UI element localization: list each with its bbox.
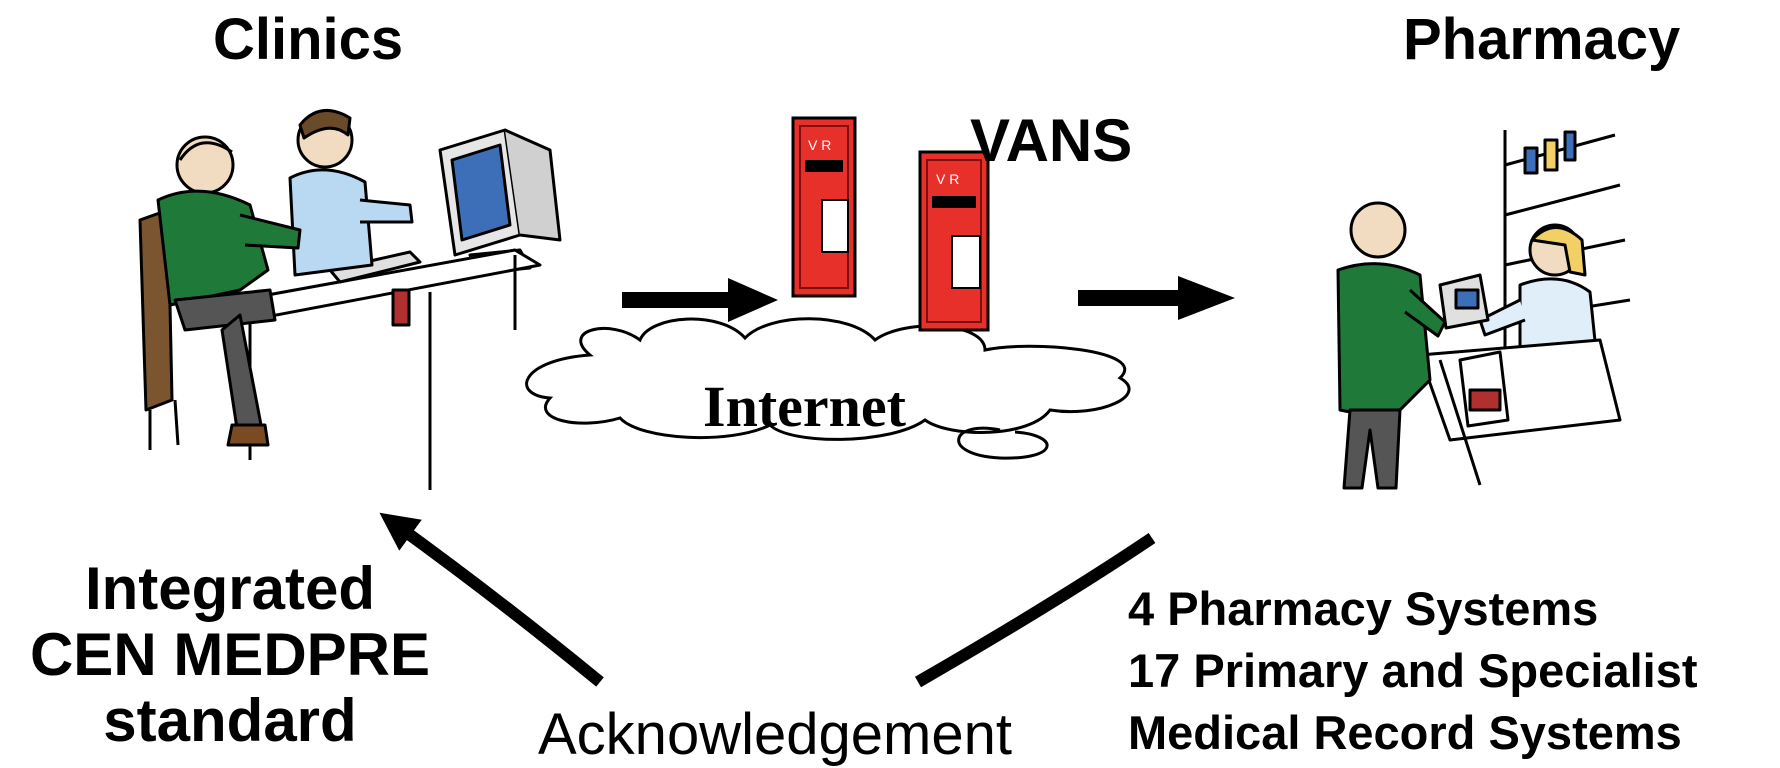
integration-note: Integrated CEN MEDPRE standard: [0, 556, 460, 754]
cloud-icon: [525, 317, 1131, 460]
integration-note-line: CEN MEDPRE: [29, 621, 431, 688]
systems-note-line: 4 Pharmacy Systems: [1128, 582, 1599, 635]
postbox-cipher: V R: [936, 171, 959, 187]
title-pharmacy: Pharmacy: [1403, 7, 1681, 72]
postbox-icon: V R: [918, 150, 990, 332]
postbox-icon: V R: [791, 116, 857, 298]
systems-note-line: Medical Record Systems: [1128, 706, 1682, 759]
systems-note-line: 17 Primary and Specialist: [1128, 644, 1698, 697]
internet-label: Internet: [703, 374, 906, 439]
systems-note: 4 Pharmacy Systems 17 Primary and Specia…: [1128, 578, 1698, 764]
title-clinics: Clinics: [213, 7, 404, 72]
arrow-vans-to-pharmacy: [1078, 276, 1235, 320]
integration-note-line: Integrated: [84, 555, 376, 622]
acknowledgement-line: [914, 533, 1156, 688]
pharmacy-scene-illustration: [1336, 130, 1631, 490]
integration-note-line: standard: [103, 687, 357, 754]
acknowledgement-label: Acknowledgement: [538, 702, 1012, 767]
title-vans: VANS: [970, 107, 1133, 174]
clinic-scene-illustration: [138, 109, 562, 490]
acknowledgement-arrow: [379, 512, 604, 687]
postbox-cipher: V R: [808, 137, 831, 153]
arrow-clinic-to-vans: [622, 278, 778, 322]
